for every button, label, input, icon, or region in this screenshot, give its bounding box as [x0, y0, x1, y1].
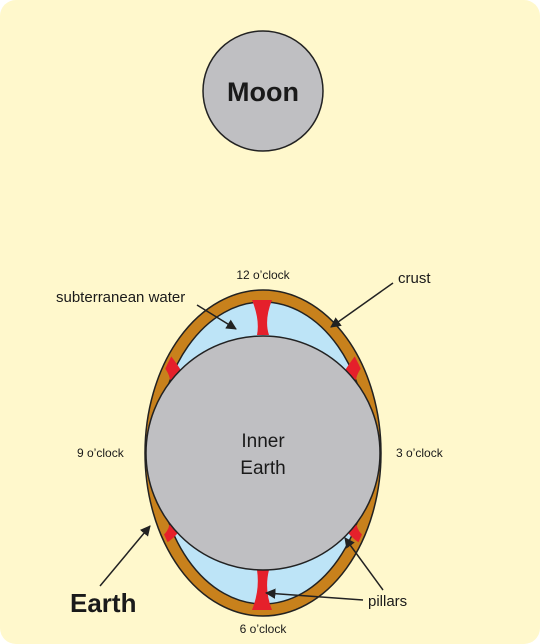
moon-label: Moon — [227, 77, 299, 107]
pillar-top — [252, 300, 272, 335]
pillars-arrow-right — [344, 537, 384, 591]
earth-label: Earth — [70, 588, 136, 618]
moon-circle — [202, 30, 324, 152]
subterranean-water-label: subterranean water — [56, 289, 185, 306]
six-oclock-label: 6 o’clock — [240, 622, 288, 636]
earth-arrow — [99, 525, 151, 587]
nine-oclock-label: 9 o’clock — [77, 446, 125, 460]
twelve-oclock-label: 12 o’clock — [236, 268, 290, 282]
inner-earth-circle — [145, 335, 381, 571]
pillars-label: pillars — [368, 593, 407, 610]
crust-label: crust — [398, 270, 431, 287]
three-oclock-label: 3 o’clock — [396, 446, 444, 460]
inner-earth-label-line2: Earth — [240, 458, 285, 479]
inner-earth-label-line1: Inner — [241, 431, 285, 452]
subterranean-water-arrow — [196, 304, 237, 330]
crust-arrow — [330, 282, 394, 328]
pillars-arrow-bottom — [264, 588, 364, 601]
pillar-bottom — [252, 570, 272, 610]
